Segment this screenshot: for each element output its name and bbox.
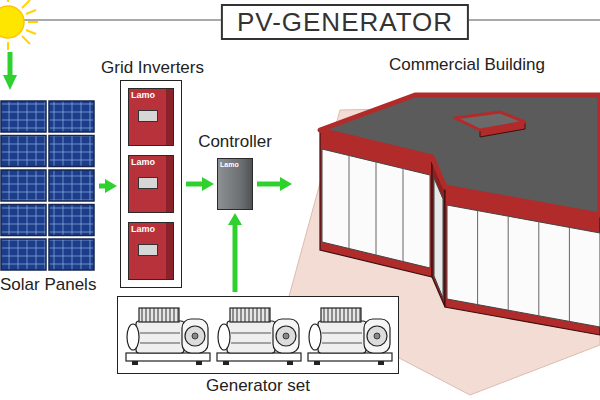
sun-ray — [22, 36, 30, 44]
grid-inverter: Lamo — [128, 155, 174, 213]
sun-ray — [22, 0, 30, 8]
window-divider — [508, 216, 509, 310]
brand-label: Lamo — [220, 161, 250, 169]
sunlight-arrowhead — [3, 75, 17, 90]
solar-panel — [1, 136, 46, 167]
sun-ray — [7, 42, 9, 50]
solar-panel — [1, 239, 46, 270]
brand-label: Lamo — [131, 90, 169, 101]
power-flow-arrow — [257, 182, 280, 187]
node-label: Controller — [185, 132, 285, 152]
sun-disc — [0, 6, 24, 38]
inverter-display — [138, 110, 158, 122]
diagram-title: PV-GENERATOR — [221, 4, 469, 40]
solar-panel — [49, 136, 94, 167]
window-divider — [569, 227, 570, 321]
generator-symbol — [308, 308, 392, 365]
brand-label: Lamo — [131, 224, 169, 235]
grid-inverter: Lamo — [128, 88, 174, 146]
node-label: Generator set — [117, 376, 399, 396]
solar-array — [1, 101, 94, 270]
window-band — [322, 149, 430, 268]
window-divider — [477, 211, 478, 305]
solar-panel — [49, 205, 94, 236]
generator-ground — [118, 297, 398, 373]
inverter-display — [138, 177, 158, 189]
inverter-display — [138, 244, 158, 256]
node-label: Solar Panels — [0, 275, 114, 295]
sun — [0, 0, 38, 50]
power-flow-arrow — [99, 184, 105, 189]
solar-panel — [1, 205, 46, 236]
solar-panel — [49, 170, 94, 201]
generator-symbol — [126, 308, 210, 365]
power-flow-arrow — [233, 225, 238, 292]
sun-ray — [28, 21, 38, 23]
solar-panel — [1, 170, 46, 201]
solar-panel — [49, 101, 94, 132]
roof — [320, 95, 600, 215]
generator-set-shape — [117, 296, 399, 374]
window-divider — [349, 156, 350, 249]
window-band — [447, 205, 600, 327]
grid-inverter: Lamo — [128, 222, 174, 280]
node-label: Commercial Building — [362, 55, 572, 75]
solar-panel — [49, 239, 94, 270]
sun-ray — [7, 0, 9, 2]
solar-panels: Solar Panels — [0, 95, 114, 300]
sun-ray — [26, 30, 36, 34]
node-label: Grid Inverters — [95, 58, 210, 78]
window-divider — [538, 222, 539, 316]
solar-panels-shape — [0, 100, 95, 272]
generator-set: Generator set — [117, 296, 399, 398]
solar-panel — [1, 101, 46, 132]
controller: ControllerLamo — [185, 132, 285, 214]
window-band — [434, 178, 443, 298]
generator-symbol — [217, 308, 301, 365]
brand-label: Lamo — [131, 157, 169, 168]
inverter-group: Grid InvertersLamoLamoLamo — [95, 58, 210, 290]
commercial-building-shape — [295, 95, 600, 335]
roof-box — [455, 112, 525, 130]
sunlight-arrow — [8, 52, 13, 76]
window-divider — [376, 162, 377, 255]
window-divider — [403, 169, 404, 262]
power-flow-arrow — [186, 182, 202, 187]
sun-ray — [26, 10, 36, 14]
commercial-building: Commercial Building — [290, 55, 600, 340]
